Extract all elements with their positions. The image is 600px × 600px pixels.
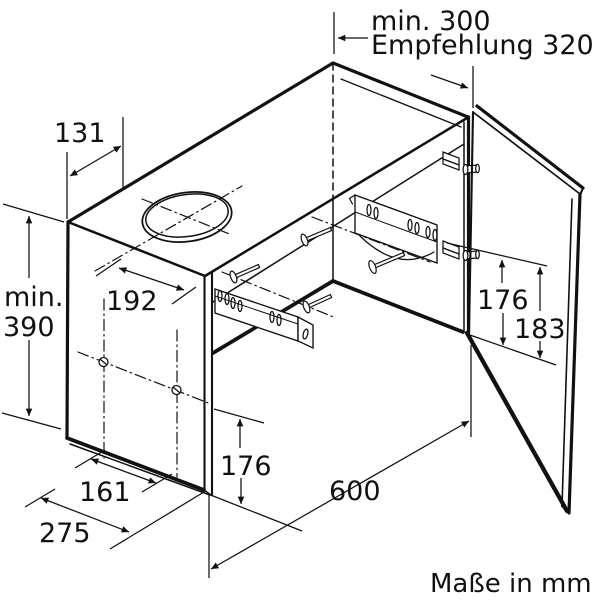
door-outer-edge-inner	[561, 198, 573, 507]
side-screw-slot	[172, 386, 181, 394]
dim-label-empfehlung: Empfehlung 320	[371, 30, 594, 61]
vent-hole	[94, 185, 243, 272]
bracket-centerline-lower	[221, 271, 337, 319]
hole-centerline-u	[94, 185, 243, 272]
door-outer-edge	[567, 192, 582, 515]
dimension-275: 275	[24, 488, 205, 550]
hood-body	[65, 220, 214, 497]
dimension-176-right: 176	[446, 242, 557, 366]
right-wall-bottom-edge	[331, 279, 465, 334]
side-screw-slot	[99, 358, 108, 366]
dimension-183: 183	[514, 266, 566, 359]
mounting-bracket-left	[214, 288, 314, 350]
dim-label-192: 192	[106, 286, 158, 317]
hole-centerline-v	[141, 198, 233, 236]
dim-label-min: min.	[4, 282, 64, 313]
dim-label-275: 275	[39, 518, 91, 549]
dim-label-min300: min. 300	[371, 6, 491, 37]
units-note: Maße in mm	[430, 569, 592, 599]
inner-front-rail-edge	[212, 143, 465, 303]
door-hinges	[442, 151, 480, 262]
top-back-edge	[66, 61, 335, 224]
screw-icon	[303, 226, 333, 243]
dimension-min390: min. 390	[1, 203, 65, 430]
dimension-192: 192	[95, 258, 197, 317]
top-front-edge	[203, 116, 469, 278]
right-wall-inner-top-edge	[340, 78, 462, 128]
screw-icon	[371, 251, 406, 270]
dim-label-390: 390	[3, 312, 55, 343]
dim-label-131: 131	[54, 118, 106, 149]
dimension-131: 131	[54, 117, 124, 219]
door-top-edge-outer	[475, 104, 585, 190]
dim-label-161: 161	[79, 477, 131, 508]
mounting-screws	[229, 226, 406, 314]
mounting-bracket-right	[348, 194, 438, 264]
dim-label-600: 600	[329, 476, 381, 507]
dim-label-176-right: 176	[477, 285, 529, 316]
centerline-horizontal	[77, 351, 212, 405]
dimension-600: 600	[208, 345, 472, 578]
door-panel	[464, 104, 585, 515]
hood-back-edge	[65, 220, 70, 439]
door-top-edge-inner	[472, 111, 581, 195]
screw-icon	[232, 263, 261, 280]
dim-label-176-bottom: 176	[220, 451, 272, 482]
top-right-edge	[331, 61, 470, 119]
top-left-edge	[66, 220, 207, 278]
dim-label-183: 183	[514, 314, 566, 345]
door-bottom-edge	[464, 330, 570, 514]
door-hinge-edge	[467, 110, 475, 335]
dimension-176-bottom: 176	[207, 408, 303, 532]
dimension-top-clearance: min. 300 Empfehlung 320	[333, 6, 594, 108]
cabinet-outline	[66, 61, 471, 355]
